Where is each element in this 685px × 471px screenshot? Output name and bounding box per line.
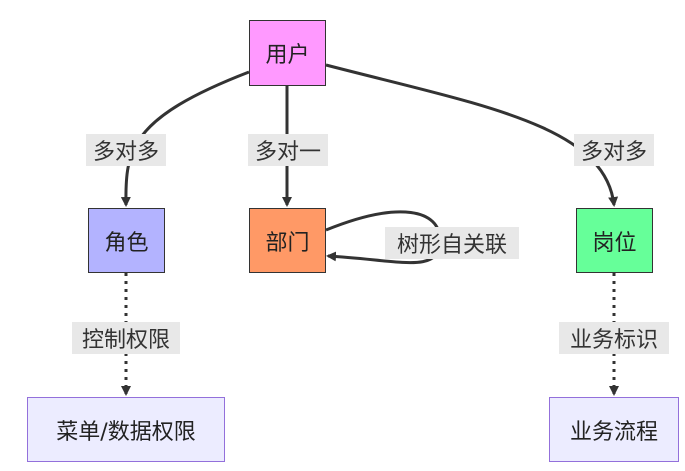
node-menu-data-permission: 菜单/数据权限 bbox=[27, 397, 225, 462]
node-post: 岗位 bbox=[576, 208, 653, 273]
edge-label-dept-self: 树形自关联 bbox=[385, 227, 519, 259]
edge-label-role-menu: 控制权限 bbox=[72, 322, 180, 354]
node-dept: 部门 bbox=[249, 208, 326, 273]
node-role: 角色 bbox=[88, 208, 165, 273]
edge-label-user-role: 多对多 bbox=[86, 134, 166, 166]
edge-label-post-flow: 业务标识 bbox=[559, 322, 669, 354]
edge-label-user-post: 多对多 bbox=[574, 134, 654, 166]
node-business-flow: 业务流程 bbox=[549, 397, 679, 462]
node-user: 用户 bbox=[249, 20, 326, 86]
edge-user-post bbox=[325, 63, 619, 207]
edge-label-user-dept: 多对一 bbox=[248, 134, 328, 166]
